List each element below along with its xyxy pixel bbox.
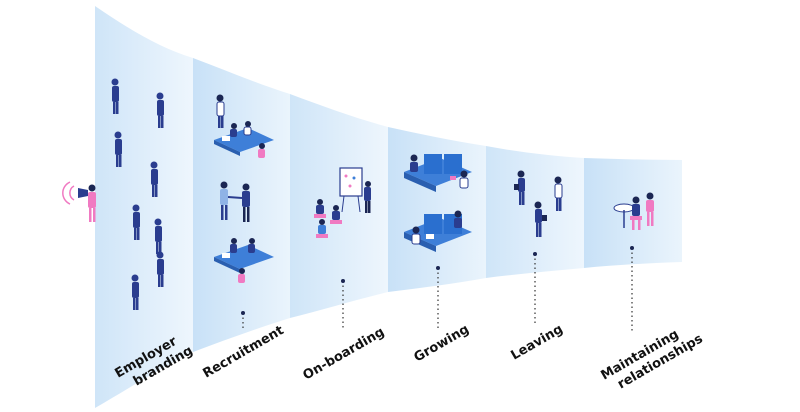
cubicle-desk-icon bbox=[404, 210, 472, 252]
band-employer-branding bbox=[95, 6, 193, 408]
stage-label-line: On-boarding bbox=[301, 325, 388, 384]
megaphone-person-icon bbox=[62, 181, 96, 222]
band-on-boarding bbox=[290, 94, 388, 318]
meeting-table-icon bbox=[214, 94, 274, 158]
leader-dot-leaving bbox=[533, 252, 537, 256]
stage-label-on-boarding: On-boarding bbox=[301, 325, 388, 384]
stage-label-growing: Growing bbox=[412, 322, 472, 366]
walking-people-icon bbox=[111, 78, 164, 310]
meeting-table-icon bbox=[214, 238, 274, 283]
stage-label-maintaining-relationships: Maintaining relationships bbox=[599, 327, 706, 392]
stage-label-line: Growing bbox=[412, 322, 472, 366]
leader-lines bbox=[242, 248, 633, 332]
leader-dot-growing bbox=[436, 266, 440, 270]
handshake-icon bbox=[220, 181, 250, 222]
stage-label-line: Leaving bbox=[509, 322, 566, 364]
leaving-people-icon bbox=[514, 170, 563, 237]
stage-label-leaving: Leaving bbox=[509, 322, 566, 364]
leader-dot-maintaining bbox=[630, 246, 634, 250]
band-recruitment bbox=[193, 58, 290, 352]
svg-text:Leaving: Leaving bbox=[509, 322, 566, 364]
leader-dot-on-boarding bbox=[341, 279, 345, 283]
svg-text:Growing: Growing bbox=[412, 322, 472, 366]
leader-dots bbox=[241, 246, 634, 315]
coffee-table-icon bbox=[613, 192, 654, 230]
cubicle-desk-icon bbox=[404, 154, 472, 192]
leader-dot-recruitment bbox=[241, 311, 245, 315]
svg-text:On-boarding: On-boarding bbox=[301, 325, 388, 384]
whiteboard-presentation-icon bbox=[314, 167, 371, 238]
